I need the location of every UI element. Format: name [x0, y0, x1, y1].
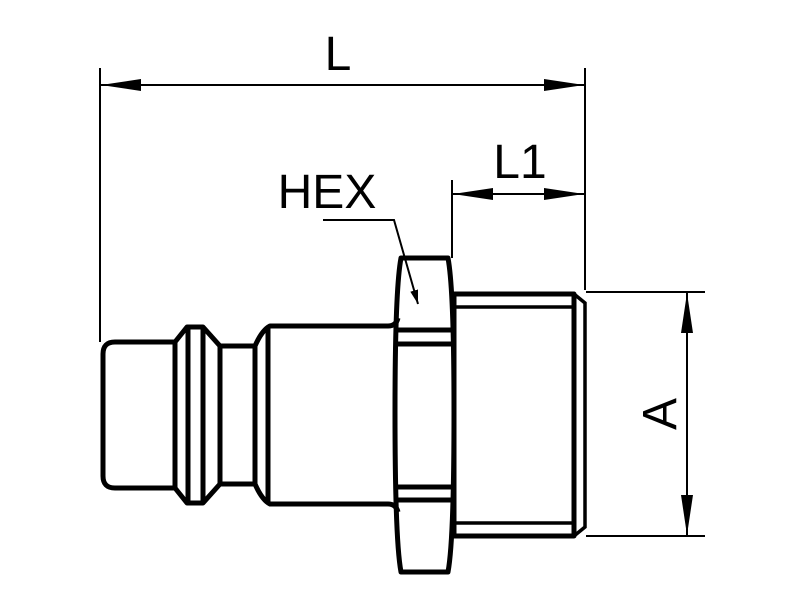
plug-nose — [100, 339, 175, 491]
hex-callout: HEX — [278, 166, 419, 305]
label-HEX: HEX — [278, 166, 377, 219]
male-thread — [451, 291, 577, 539]
dimension-A: A — [586, 291, 705, 537]
thread-chamfer — [572, 292, 587, 538]
dimension-L: L — [99, 28, 586, 342]
locking-collar — [173, 324, 223, 506]
groove — [220, 343, 258, 487]
label-A: A — [634, 398, 687, 430]
hex-nut — [392, 255, 457, 575]
body-top — [252, 317, 401, 348]
body-bottom — [252, 482, 401, 513]
hex-leader-line — [323, 219, 419, 305]
label-L: L — [325, 28, 352, 81]
label-L1: L1 — [493, 136, 546, 189]
coupling-plug — [100, 255, 587, 575]
dimension-L1: L1 — [451, 136, 584, 258]
